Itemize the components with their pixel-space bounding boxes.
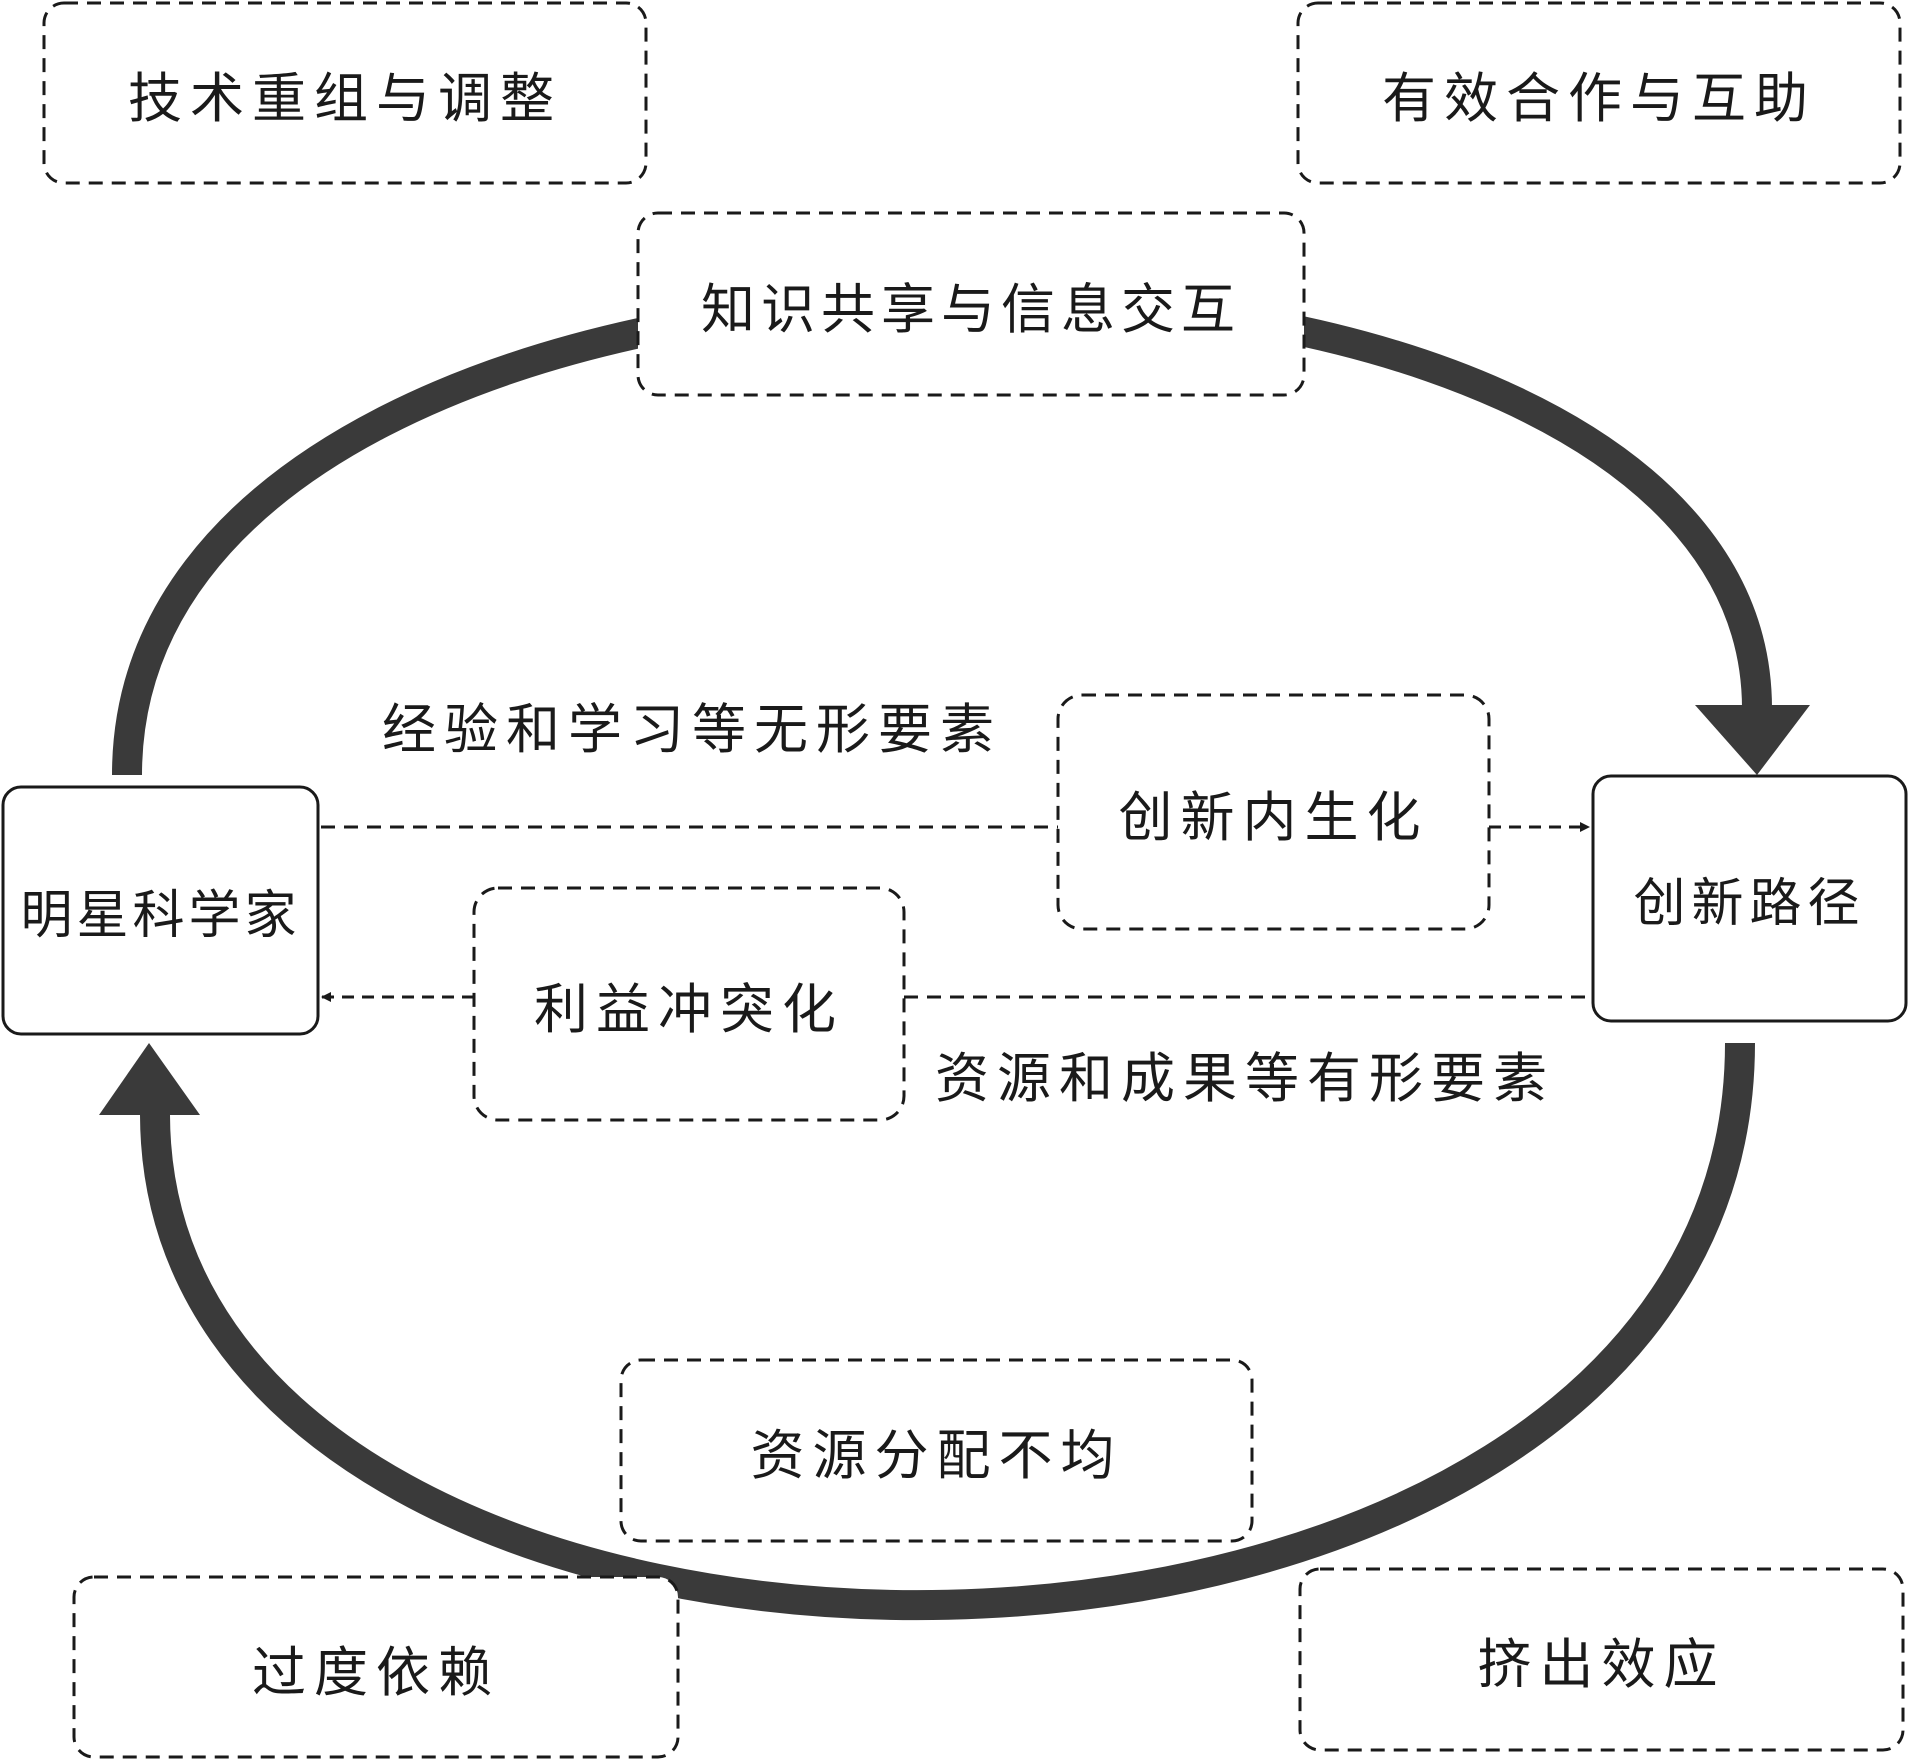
- tech-reorg-label: 技术重组与调整: [128, 66, 562, 130]
- top-cycle-arrowhead: [1695, 705, 1810, 775]
- crowding-out-label: 挤出效应: [1477, 1633, 1726, 1696]
- knowledge-sharing-label: 知识共享与信息交互: [701, 277, 1241, 341]
- cooperation-label: 有效合作与互助: [1382, 66, 1816, 130]
- tangible-elements-label: 资源和成果等有形要素: [935, 1047, 1555, 1110]
- resource-imbalance-box: [619, 1358, 1254, 1543]
- star-scientist-label: 明星科学家: [20, 886, 301, 946]
- crowding-out-box: [1298, 1567, 1905, 1752]
- intangible-elements-label: 经验和学习等无形要素: [382, 698, 1002, 761]
- cooperation-box: [1296, 1, 1902, 185]
- bottom-cycle-arrowhead: [99, 1043, 200, 1115]
- conflict-label: 利益冲突化: [534, 977, 844, 1041]
- bottom-cycle-arrow: [140, 1042, 1755, 1621]
- resource-imbalance-label: 资源分配不均: [750, 1424, 1123, 1487]
- innovation-path-label: 创新路径: [1633, 874, 1866, 934]
- star-scientist-box: [1, 785, 320, 1036]
- tech-reorg-box: [42, 1, 648, 185]
- internalization-label: 创新内生化: [1118, 785, 1429, 849]
- over-reliance-box: [72, 1575, 680, 1759]
- internalization-box: [1056, 693, 1491, 931]
- over-reliance-label: 过度依赖: [252, 1640, 500, 1704]
- innovation-path-box: [1591, 774, 1908, 1023]
- conflict-box: [472, 886, 906, 1122]
- knowledge-sharing-box: [636, 211, 1306, 397]
